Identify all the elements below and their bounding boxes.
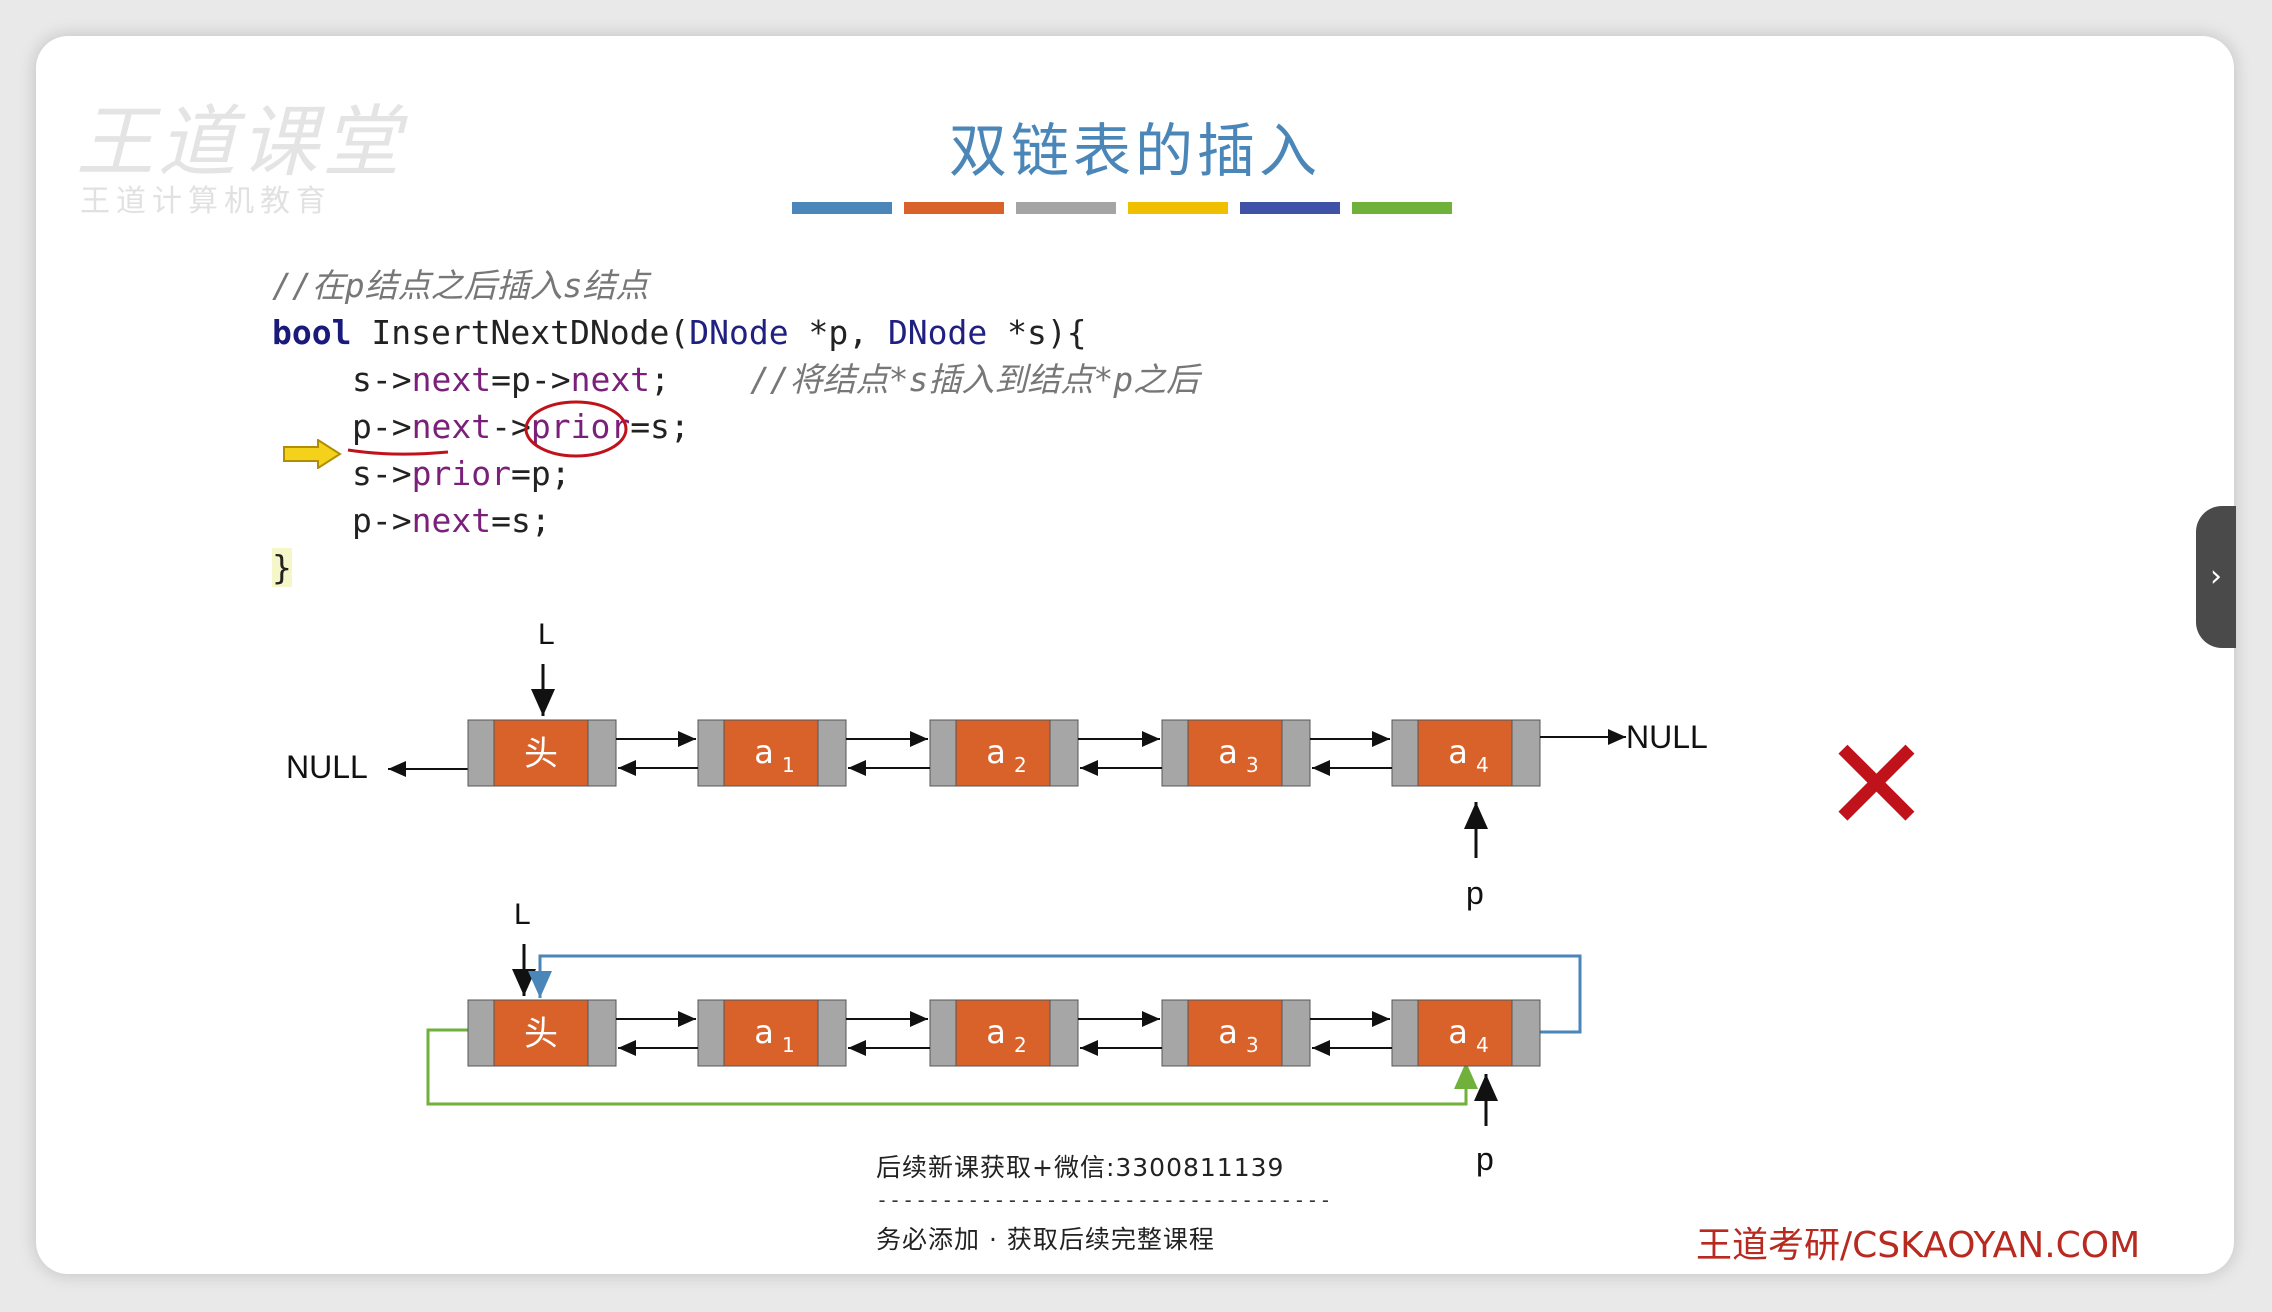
code-line-1: s->next=p->next;//将结点*s插入到结点*p之后 xyxy=(272,356,1199,403)
code-comment-line: //在p结点之后插入s结点 xyxy=(272,262,1199,309)
code-token: next xyxy=(411,360,492,399)
d2-head-to-tail-link xyxy=(426,1028,1478,1106)
code-token: s-> xyxy=(352,360,412,399)
d2-node-a3-label: a xyxy=(1218,1013,1238,1051)
d2-p-label: p xyxy=(1476,1141,1494,1177)
keyword-bool: bool xyxy=(272,313,352,352)
code-line-1-comment: //将结点*s插入到结点*p之后 xyxy=(749,360,1200,399)
watermark-logo: 王道课堂 xyxy=(76,98,405,188)
d1-node-a3: a 3 xyxy=(1161,719,1311,787)
d2-head-pointer-label: L xyxy=(514,898,531,931)
d1-links xyxy=(616,729,1626,776)
type-dnode-1: DNode xyxy=(689,313,789,352)
d2-node-a2: a 2 xyxy=(929,999,1079,1067)
color-segment-4 xyxy=(1128,202,1228,214)
d2-tail-to-head-link xyxy=(528,954,1582,1034)
code-token: p-> xyxy=(352,501,412,540)
color-segment-1 xyxy=(792,202,892,214)
d2-node-head-label: 头 xyxy=(524,1014,558,1054)
closing-brace: } xyxy=(272,548,292,587)
code-token: =p-> xyxy=(491,360,571,399)
d1-node-a1-label: a xyxy=(754,733,774,771)
code-token: s-> xyxy=(352,454,412,493)
d1-node-a2-label: a xyxy=(986,733,1006,771)
brand-watermark: 王道考研/CSKAOYAN.COM xyxy=(1696,1225,2141,1266)
param-s: *s){ xyxy=(987,313,1087,352)
d2-node-a3: a 3 xyxy=(1161,999,1311,1067)
code-comment: //在p结点之后插入s结点 xyxy=(272,266,649,305)
diagram-1: L NULL 头 a 1 a xyxy=(286,618,1708,911)
d2-node-a2-label: a xyxy=(986,1013,1006,1051)
d1-node-a2-sub: 2 xyxy=(1014,753,1027,777)
watermark-subtitle: 王道计算机教育 xyxy=(80,184,332,219)
d2-node-a1-label: a xyxy=(754,1013,774,1051)
function-name: InsertNextDNode( xyxy=(351,313,690,352)
d1-node-a2: a 2 xyxy=(929,719,1079,787)
d1-right-null: NULL xyxy=(1626,719,1708,755)
d2-node-a3-sub: 3 xyxy=(1246,1033,1259,1057)
code-token: =s; xyxy=(491,501,551,540)
d2-node-a2-sub: 2 xyxy=(1014,1033,1027,1057)
code-token: =s; xyxy=(630,407,690,446)
promo-line-1: 后续新课获取+微信:3300811139 xyxy=(876,1153,1285,1182)
code-token: =p; xyxy=(510,454,571,493)
promo-divider: ----------------------------------- xyxy=(876,1188,1333,1212)
side-panel-toggle[interactable]: › xyxy=(2196,506,2236,648)
code-token: ; xyxy=(650,360,670,399)
title-color-bar xyxy=(792,202,1452,214)
color-segment-3 xyxy=(1016,202,1116,214)
promo-line-2: 务必添加 · 获取后续完整课程 xyxy=(876,1225,1215,1254)
code-token: next xyxy=(570,360,651,399)
code-token: p-> xyxy=(352,407,412,446)
diagram-2: L 头 a 1 a xyxy=(426,898,1582,1177)
d1-left-null: NULL xyxy=(286,749,368,785)
d1-node-head: 头 xyxy=(467,719,617,787)
d2-links xyxy=(616,1011,1392,1056)
chevron-right-icon: › xyxy=(2210,559,2222,594)
d1-node-a4: a 4 xyxy=(1391,719,1541,787)
color-segment-2 xyxy=(904,202,1004,214)
d1-node-a3-sub: 3 xyxy=(1246,753,1259,777)
slide-title: 双链表的插入 xyxy=(948,117,1321,185)
code-token: prior xyxy=(411,454,511,493)
cross-icon: ✕ xyxy=(1822,709,1931,861)
d1-node-a1: a 1 xyxy=(697,719,847,787)
color-segment-6 xyxy=(1352,202,1452,214)
d2-node-a4-sub: 4 xyxy=(1476,1033,1489,1057)
code-line-4: p->next=s; xyxy=(272,497,1199,544)
color-segment-5 xyxy=(1240,202,1340,214)
code-token: next xyxy=(411,407,492,446)
type-dnode-2: DNode xyxy=(887,313,988,352)
d2-node-head: 头 xyxy=(467,999,617,1067)
d1-node-a4-label: a xyxy=(1448,733,1468,771)
d2-node-a1-sub: 1 xyxy=(782,1033,795,1057)
d1-node-a1-sub: 1 xyxy=(782,753,795,777)
d1-p-label: p xyxy=(1466,875,1484,911)
d1-node-a4-sub: 4 xyxy=(1476,753,1489,777)
current-line-arrow-icon xyxy=(283,439,342,469)
code-token: -> xyxy=(491,407,531,446)
slide: 王道课堂 王道计算机教育 双链表的插入 //在p结点之后插入s结点 bool I… xyxy=(36,36,2234,1274)
code-signature-line: bool InsertNextDNode(DNode *p, DNode *s)… xyxy=(272,309,1199,356)
code-token: next xyxy=(411,501,492,540)
d2-node-a4-label: a xyxy=(1448,1013,1468,1051)
d2-node-a4: a 4 xyxy=(1391,999,1541,1067)
code-close-line: } xyxy=(272,544,1199,591)
d1-node-a3-label: a xyxy=(1218,733,1238,771)
d1-node-head-label: 头 xyxy=(524,734,558,774)
code-block: //在p结点之后插入s结点 bool InsertNextDNode(DNode… xyxy=(272,262,1199,591)
d1-head-pointer-label: L xyxy=(538,618,555,651)
d2-node-a1: a 1 xyxy=(697,999,847,1067)
linked-list-diagrams: L NULL 头 a 1 a xyxy=(286,618,1708,1177)
code-line-3: s->prior=p; xyxy=(272,450,1199,497)
param-p: *p, xyxy=(788,313,888,352)
